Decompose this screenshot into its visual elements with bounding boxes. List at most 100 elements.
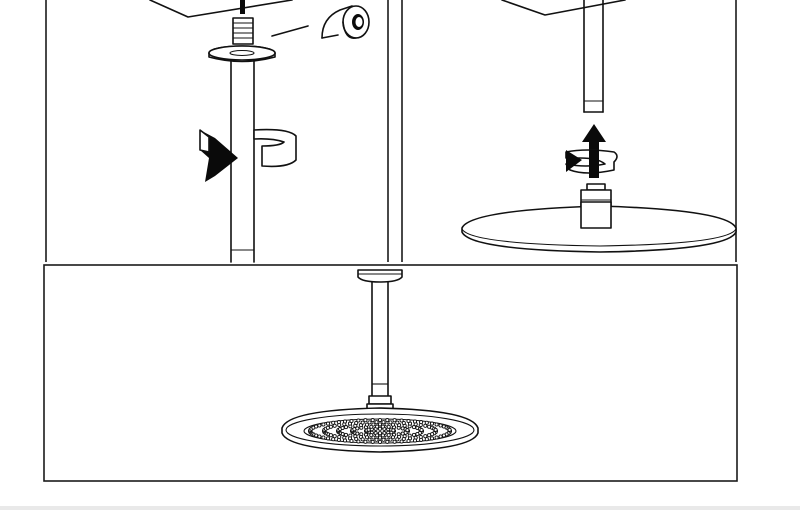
nozzle-field xyxy=(307,417,453,445)
nozzle xyxy=(349,418,354,424)
nozzle xyxy=(371,422,376,427)
ceiling-flange xyxy=(208,45,276,63)
nozzle xyxy=(374,437,379,442)
nozzle xyxy=(406,418,411,424)
nozzle xyxy=(336,420,341,425)
nozzle xyxy=(355,426,360,431)
nozzle xyxy=(356,439,361,444)
nozzle xyxy=(424,420,429,425)
nozzle xyxy=(356,418,361,423)
nozzle xyxy=(314,424,319,429)
nozzle xyxy=(363,439,368,444)
nozzle xyxy=(434,422,439,427)
nozzle xyxy=(375,433,380,438)
nozzle xyxy=(332,434,337,439)
shower-arm-3 xyxy=(366,281,394,413)
ceiling-block-2 xyxy=(501,0,626,16)
nozzle xyxy=(438,423,443,428)
nozzle xyxy=(380,433,385,438)
nozzle xyxy=(328,424,333,429)
nozzle xyxy=(371,435,376,440)
nozzle xyxy=(367,420,372,425)
nozzle xyxy=(363,418,368,423)
nozzle xyxy=(380,424,385,429)
nozzle xyxy=(390,422,396,427)
nozzle xyxy=(384,435,389,440)
nozzle xyxy=(434,435,439,440)
nozzle xyxy=(375,424,380,429)
thread-tape-icon xyxy=(271,5,370,39)
panel-step-3 xyxy=(43,264,738,482)
nozzle xyxy=(399,418,404,423)
nozzle xyxy=(360,420,365,425)
nozzle xyxy=(370,418,375,423)
nozzle xyxy=(340,425,345,431)
nozzle xyxy=(374,420,379,425)
nozzle xyxy=(360,437,365,442)
shower-arm xyxy=(230,59,255,263)
nozzle xyxy=(331,437,336,442)
nozzle xyxy=(381,437,386,442)
nozzle xyxy=(325,436,331,441)
nozzle xyxy=(419,437,424,442)
shower-arm-2 xyxy=(583,0,604,113)
nozzle xyxy=(423,423,428,428)
nozzle xyxy=(332,423,337,428)
nozzle xyxy=(412,419,418,424)
nozzle xyxy=(429,421,435,426)
nozzle xyxy=(349,438,354,444)
nozzle xyxy=(412,438,418,443)
ceiling-flange-3 xyxy=(357,269,403,283)
panel-step-2 xyxy=(401,0,737,262)
nozzle xyxy=(419,427,424,433)
nozzle xyxy=(321,422,326,427)
nozzle xyxy=(395,420,400,425)
nozzle xyxy=(438,434,443,439)
nozzle xyxy=(399,439,404,444)
push-up-arrow-icon xyxy=(565,124,618,178)
nozzle xyxy=(381,420,386,425)
ceiling-block xyxy=(149,0,293,18)
nozzle xyxy=(419,420,424,425)
nozzle xyxy=(354,420,359,426)
nozzle xyxy=(423,434,428,439)
nozzle xyxy=(441,433,446,438)
nozzle xyxy=(384,422,389,427)
nozzle xyxy=(401,420,406,426)
nozzle xyxy=(354,436,359,442)
nozzle xyxy=(415,431,420,437)
nozzle xyxy=(377,431,383,436)
nozzle xyxy=(377,439,383,445)
nozzle xyxy=(385,418,390,423)
nozzle xyxy=(317,434,322,439)
nozzle xyxy=(392,418,397,423)
nozzle xyxy=(364,435,370,440)
nozzle xyxy=(317,423,322,428)
nozzle xyxy=(390,435,396,440)
nozzle xyxy=(411,432,417,437)
nozzle xyxy=(325,421,331,426)
nozzle xyxy=(388,420,393,425)
nozzle xyxy=(377,426,383,431)
nozzle xyxy=(364,422,370,427)
nozzle xyxy=(392,439,397,444)
nozzle xyxy=(388,437,393,442)
nozzle xyxy=(400,431,405,436)
shower-head-2 xyxy=(461,183,737,253)
nozzle xyxy=(321,435,326,440)
nozzle xyxy=(447,427,452,432)
nozzle xyxy=(427,433,432,438)
nozzle xyxy=(343,425,349,430)
nozzle xyxy=(395,437,400,442)
footer-bar xyxy=(0,506,800,510)
nozzle xyxy=(377,422,383,427)
nozzle xyxy=(385,439,390,444)
nozzle xyxy=(342,419,348,424)
panel-step-1 xyxy=(45,0,389,263)
nozzle xyxy=(406,438,411,444)
rain-shower-head xyxy=(281,407,479,453)
nozzle xyxy=(367,437,372,442)
nozzle xyxy=(405,428,410,433)
nozzle xyxy=(331,420,336,425)
